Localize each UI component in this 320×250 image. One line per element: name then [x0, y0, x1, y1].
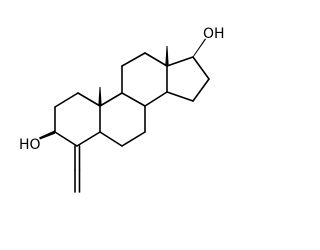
- bond: [77, 92, 101, 107]
- oh-17-wedge: [191, 38, 206, 59]
- bond: [54, 131, 78, 147]
- bond: [192, 78, 210, 102]
- bond: [192, 56, 210, 80]
- bond: [121, 92, 146, 107]
- ring-b: [99, 92, 146, 147]
- bond: [99, 92, 123, 107]
- vinylidene-group: [74, 145, 81, 193]
- bond: [99, 131, 123, 147]
- structure-canvas: HO OH: [19, 26, 225, 193]
- bond: [166, 56, 194, 67]
- bond: [144, 91, 168, 107]
- methyl-18-wedge: [165, 46, 169, 66]
- bond: [121, 131, 146, 147]
- steroid-structure-diagram: HO OH: [19, 26, 225, 193]
- methyl-19-wedge: [98, 87, 102, 106]
- oh-3-wedge: [39, 130, 55, 140]
- ring-a: [54, 92, 101, 147]
- hydroxyl-label-3: HO: [19, 137, 41, 153]
- ring-d: [166, 56, 210, 102]
- bond: [121, 52, 146, 67]
- bond: [76, 131, 101, 147]
- bond: [144, 52, 168, 67]
- hydroxyl-label-17: OH: [203, 26, 225, 42]
- ring-c: [121, 52, 168, 107]
- bond: [166, 91, 194, 102]
- bond: [54, 92, 79, 108]
